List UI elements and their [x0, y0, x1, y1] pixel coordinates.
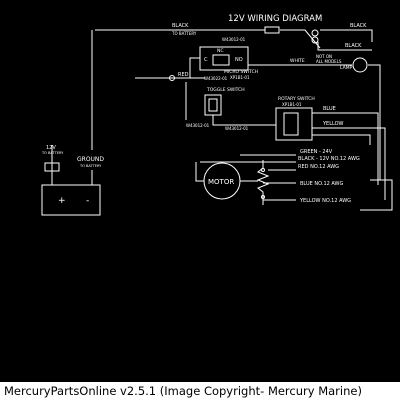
toggle-switch-lever: [208, 98, 218, 112]
fuse-12v: [44, 162, 60, 172]
label-black-right2: BLACK: [345, 43, 362, 49]
label-part-red: W43022-01: [204, 76, 228, 81]
toggle-switch-box: [204, 94, 222, 116]
rotary-switch-box: [275, 107, 313, 141]
label-white: WHITE: [290, 58, 305, 64]
label-ground-sub: TO BATTERY: [79, 164, 102, 168]
label-red: RED: [178, 72, 189, 78]
label-micro-switch: MICRO SWITCH: [224, 69, 258, 75]
label-black-right: BLACK: [350, 23, 367, 29]
label-all-models: ALL MODELS: [316, 59, 342, 64]
label-yellow-12: YELLOW NO.12 AWG: [299, 198, 351, 204]
label-yellow-mid: YELLOW: [322, 121, 344, 127]
wire-white: [248, 64, 381, 180]
terminal-top: [311, 29, 319, 37]
diagram-viewer: 12V WIRING DIAGRAM BLACK TO BATTERY BLAC…: [0, 0, 400, 382]
rotary-switch-inner: [283, 112, 299, 136]
node-resistor-bot: [261, 195, 265, 199]
label-part-mid: W43012-01: [225, 126, 249, 131]
wire-rotary-out: [312, 134, 371, 145]
label-12v: 12V: [46, 145, 56, 151]
label-blue-12: BLUE NO.12 AWG: [300, 181, 343, 187]
wire-micro-left: [189, 57, 200, 78]
label-green: GREEN - 24V: [300, 149, 333, 155]
label-rotary-part: XP1B1-01: [282, 102, 302, 107]
wire-right-return: [360, 179, 393, 211]
label-plus: +: [58, 196, 66, 206]
wire-blue-mid: [312, 112, 379, 185]
label-c: C: [204, 57, 208, 63]
label-micro-part: XP1B1-01: [230, 75, 250, 80]
label-nc: NC: [217, 48, 224, 54]
label-black-top: BLACK: [172, 23, 189, 29]
diagram-title: 12V WIRING DIAGRAM: [228, 14, 322, 24]
micro-switch-terminal: [212, 54, 230, 66]
label-red-12: RED NO.12 AWG: [298, 164, 339, 170]
label-motor: MOTOR: [208, 178, 234, 186]
label-toggle-switch: TOGGLE SWITCH: [206, 87, 245, 93]
wiring-diagram: 12V WIRING DIAGRAM BLACK TO BATTERY BLAC…: [41, 14, 393, 216]
label-12v-sub: TO BATTERY: [41, 151, 64, 155]
wire-motor-left: [195, 162, 204, 182]
label-black-12: BLACK - 12V NO.12 AWG: [298, 156, 360, 162]
lamp-icon: [352, 57, 368, 73]
label-part-top: W43012-01: [222, 37, 246, 42]
wire-yellow-mid: [312, 127, 386, 200]
fuse: [264, 26, 280, 34]
battery-icon: [41, 184, 101, 216]
label-blue-mid: BLUE: [323, 106, 336, 112]
label-no: NO: [235, 57, 243, 63]
label-to-battery: TO BATTERY: [171, 31, 197, 36]
wire-toggle: [212, 115, 276, 126]
label-not-on: NOT ON: [316, 54, 332, 59]
image-caption: MercuryPartsOnline v2.5.1 (Image Copyrig…: [0, 382, 400, 401]
wire-black-top: [95, 29, 321, 49]
label-part-left: W43012-01: [186, 123, 210, 128]
wire-black-right: [320, 29, 373, 42]
label-ground: GROUND: [77, 156, 104, 163]
terminal-red: [169, 75, 175, 81]
wire-black-right2: [317, 42, 372, 51]
label-rotary-switch: ROTARY SWITCH: [278, 96, 315, 102]
terminal-top2: [311, 36, 319, 44]
label-lamp: LAMP: [340, 65, 353, 71]
label-minus: -: [86, 196, 89, 206]
node-resistor-top: [261, 168, 265, 172]
